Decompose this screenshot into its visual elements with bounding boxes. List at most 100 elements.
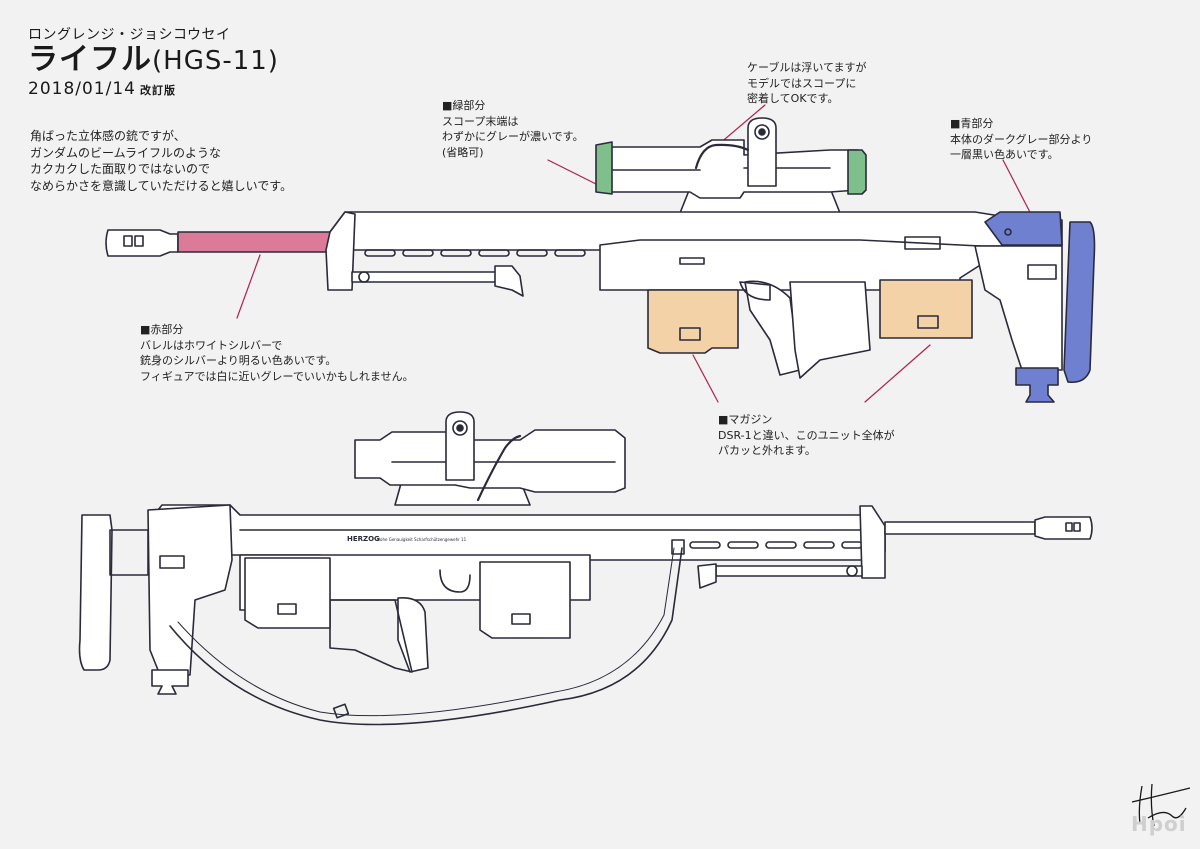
barrel-red bbox=[177, 231, 339, 253]
trigger-guard bbox=[739, 281, 771, 301]
note-line: バレルはホワイトシルバーで bbox=[140, 338, 283, 352]
engraving-brand: HERZOG bbox=[347, 535, 380, 543]
stock-button bbox=[1027, 264, 1057, 280]
title-main: ライフル bbox=[28, 42, 152, 77]
front-block bbox=[325, 211, 356, 291]
magazine-front bbox=[479, 561, 571, 639]
note-red: ■赤部分バレルはホワイトシルバーで銃身のシルバーより明るい色あいです。フィギュア… bbox=[140, 322, 414, 384]
scope-body bbox=[354, 429, 626, 493]
handguard-slots bbox=[364, 249, 586, 257]
engraving-text: Hohe Genauigkeit Scharfschützengewehr 11 bbox=[377, 537, 467, 542]
sling-buckle bbox=[332, 703, 350, 719]
intro-line: ガンダムのビームライフルのような bbox=[30, 145, 222, 160]
muzzle-port bbox=[123, 235, 133, 247]
bipod-foot bbox=[494, 265, 524, 297]
magazine-latch bbox=[917, 315, 939, 329]
leader-mag-2 bbox=[864, 344, 931, 403]
note-heading: ■青部分 bbox=[950, 117, 994, 130]
bipod bbox=[715, 565, 863, 577]
note-line: (省略可) bbox=[442, 145, 484, 159]
title-code: (HGS-11) bbox=[152, 46, 279, 76]
magazine-latch bbox=[511, 613, 531, 625]
note-magazine: ■マガジン DSR-1と違い、このユニット全体がパカッと外れます。 bbox=[718, 412, 895, 459]
bipod-pivot bbox=[358, 271, 370, 283]
intro-note: 角ばった立体感の銃ですが、ガンダムのビームライフルのようなカクカクした面取りでは… bbox=[30, 128, 292, 194]
intro-line: 角ばった立体感の銃ですが、 bbox=[30, 129, 186, 143]
stock-body bbox=[147, 504, 233, 676]
bipod bbox=[351, 271, 501, 283]
note-cable: ケーブルは浮いてますがモデルではスコープに密着してOKです。 bbox=[747, 60, 866, 107]
note-line: 一層黒い色あいです。 bbox=[950, 148, 1059, 161]
date: 2018/01/14 bbox=[28, 79, 136, 99]
leader-green bbox=[547, 159, 599, 186]
rifle-bottom: HERZOG Hohe Genauigkeit Scharfschützenge… bbox=[78, 411, 1093, 726]
note-line: 本体のダークグレー部分より bbox=[950, 132, 1093, 146]
note-line: フィギュアでは白に近いグレーでいいかもしれません。 bbox=[140, 369, 414, 383]
watermark: Hpoi bbox=[1131, 812, 1187, 836]
note-line: 銃身のシルバーより明るい色あいです。 bbox=[140, 354, 337, 367]
scope-body bbox=[602, 139, 859, 199]
sling-swivel bbox=[671, 539, 685, 555]
ejection-plate bbox=[904, 236, 941, 250]
muzzle-brake bbox=[1034, 516, 1093, 540]
artist-signature bbox=[1131, 783, 1191, 827]
leader-mag-1 bbox=[692, 354, 719, 403]
note-line: ケーブルは浮いてますが bbox=[747, 61, 867, 74]
note-heading: ■赤部分 bbox=[140, 323, 184, 336]
muzzle-port bbox=[134, 235, 144, 247]
magazine-latch bbox=[277, 603, 297, 615]
magazine-rear bbox=[879, 279, 973, 339]
receiver-upper bbox=[149, 504, 886, 561]
sling bbox=[169, 547, 683, 726]
bipod-foot bbox=[697, 563, 717, 589]
receiver-lower bbox=[599, 239, 986, 291]
subtitle: ロングレンジ・ジョシコウセイ bbox=[28, 27, 231, 43]
pistol-grip bbox=[744, 280, 801, 376]
scope-cable bbox=[694, 143, 750, 170]
note-line: DSR-1と違い、このユニット全体が bbox=[718, 428, 895, 442]
muzzle-brake bbox=[105, 229, 179, 257]
magazine-rear bbox=[244, 557, 331, 629]
scope-end-green-left bbox=[595, 141, 613, 195]
grip-frame bbox=[329, 599, 413, 673]
note-line: 密着してOKです。 bbox=[747, 92, 839, 105]
leader-red bbox=[236, 254, 261, 319]
intro-line: なめらかさを意識していただけると嬉しいです。 bbox=[30, 178, 293, 193]
stock-body bbox=[974, 245, 1063, 371]
note-blue: ■青部分本体のダークグレー部分より一層黒い色あいです。 bbox=[950, 116, 1092, 163]
note-line: パカッと外れます。 bbox=[718, 444, 816, 457]
barrel bbox=[884, 521, 1036, 535]
monopod bbox=[151, 669, 189, 695]
note-heading: ■マガジン bbox=[718, 413, 773, 426]
butt-pad-blue bbox=[1063, 221, 1096, 384]
leader-blue bbox=[1002, 159, 1034, 219]
cheek-screw bbox=[1004, 228, 1012, 236]
note-heading: ■緑部分 bbox=[442, 99, 486, 112]
trigger-guard bbox=[439, 569, 471, 593]
sling-inner bbox=[177, 547, 675, 717]
pistol-grip bbox=[397, 596, 429, 673]
bipod-pivot bbox=[846, 565, 858, 577]
note-line: モデルではスコープに bbox=[747, 76, 857, 90]
stock-extension bbox=[109, 529, 149, 576]
note-green: ■緑部分スコープ末端はわずかにグレーが濃いです。(省略可) bbox=[442, 98, 584, 160]
note-line: スコープ末端は bbox=[442, 114, 519, 128]
scope-lens-center bbox=[456, 424, 464, 432]
revision-label: 改訂版 bbox=[139, 84, 176, 97]
intro-line: カクカクした面取りではないので bbox=[30, 162, 211, 176]
grip-frame bbox=[789, 281, 871, 379]
monopod-blue bbox=[1015, 367, 1059, 403]
magazine-latch bbox=[679, 327, 701, 341]
scope-lens-center bbox=[758, 128, 766, 136]
muzzle-port bbox=[1065, 522, 1073, 532]
magazine-front bbox=[647, 289, 739, 354]
front-block bbox=[859, 505, 886, 579]
rifle-top bbox=[105, 104, 1096, 403]
scope-end-green-right bbox=[847, 149, 867, 195]
stock-button bbox=[159, 555, 185, 569]
scope-cable bbox=[476, 434, 522, 502]
muzzle-port bbox=[1073, 522, 1081, 532]
cheek-rest-blue bbox=[984, 211, 1063, 246]
